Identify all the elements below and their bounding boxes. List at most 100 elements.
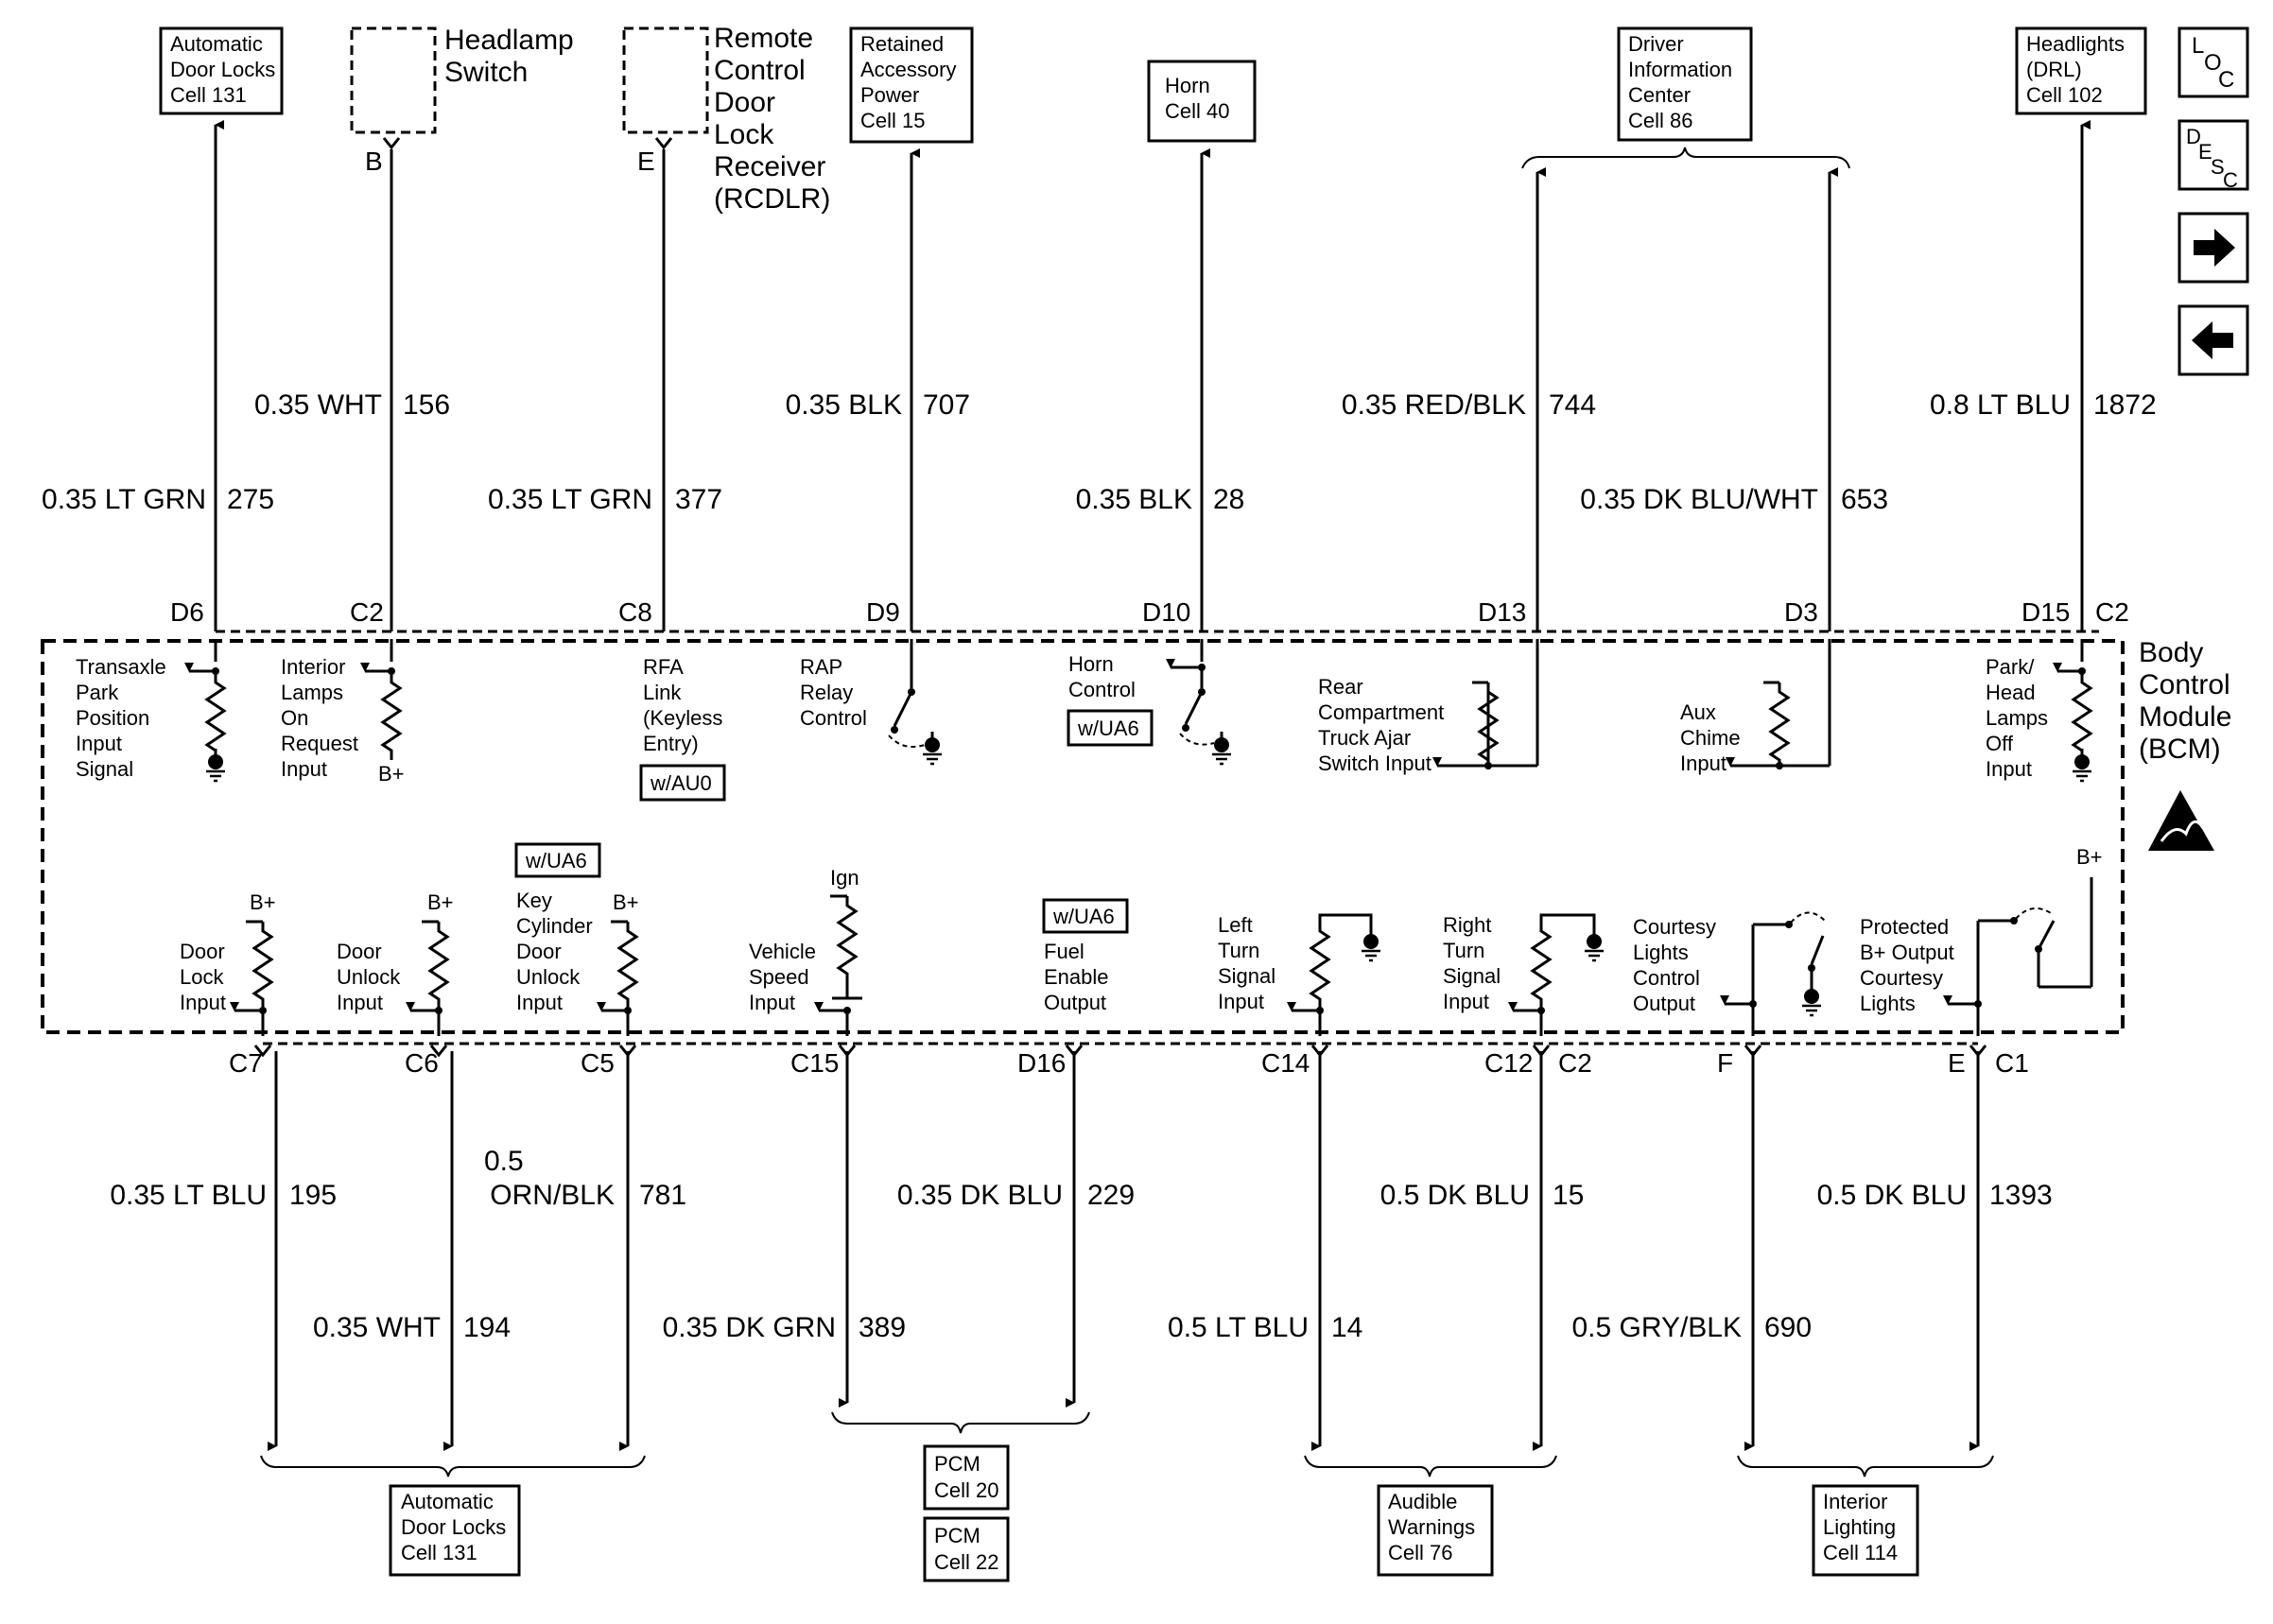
svg-text:Protected: Protected — [1860, 915, 1949, 939]
box-line: Cell 102 — [2026, 83, 2103, 107]
svg-text:0.5 DK BLU: 0.5 DK BLU — [1817, 1180, 1967, 1211]
bottom-box-pcm-cell-20: PCM Cell 20 — [923, 1444, 1010, 1511]
label-park-head: Park/ Head Lamps Off Input — [1986, 655, 2048, 781]
svg-text:Entry): Entry) — [643, 732, 699, 755]
svg-text:C: C — [2218, 67, 2234, 93]
svg-text:Control: Control — [800, 706, 867, 730]
svg-text:Lock: Lock — [180, 965, 224, 989]
svg-text:0.5 DK BLU: 0.5 DK BLU — [1380, 1180, 1530, 1211]
pin-d16: D16 — [1017, 1048, 1066, 1078]
box-line: Receiver — [714, 151, 825, 182]
box-line: Cell 131 — [170, 83, 247, 107]
wire-label-690: 0.5 GRY/BLK 690 — [1571, 1312, 1812, 1343]
svg-text:1872: 1872 — [2093, 389, 2157, 421]
right-turn-input-circuit — [1508, 913, 1605, 1036]
svg-text:Input: Input — [337, 991, 383, 1014]
box-line: Retained — [860, 32, 944, 56]
svg-text:Park/: Park/ — [1986, 655, 2035, 679]
label-interior-lamps: Interior Lamps On Request Input — [281, 655, 358, 781]
svg-text:Input: Input — [1218, 990, 1264, 1013]
label-rap-relay: RAP Relay Control — [800, 655, 867, 730]
key-cylinder-input-circuit — [597, 920, 638, 1036]
svg-text:0.8 LT BLU: 0.8 LT BLU — [1930, 389, 2071, 421]
next-arrow-icon[interactable] — [2178, 212, 2249, 284]
label-left-turn: Left Turn Signal Input — [1218, 913, 1275, 1013]
svg-text:Control: Control — [1633, 966, 1700, 990]
svg-text:0.5 LT BLU: 0.5 LT BLU — [1168, 1312, 1309, 1343]
wire-label-707: 0.35 BLK 707 — [786, 389, 971, 421]
top-box-horn: Horn Cell 40 — [1147, 60, 1257, 143]
svg-text:Cell 76: Cell 76 — [1388, 1541, 1452, 1564]
svg-text:Output: Output — [1633, 992, 1695, 1015]
svg-text:ORN/BLK: ORN/BLK — [490, 1180, 615, 1211]
box-line: Control — [714, 55, 806, 86]
box-line: Driver — [1628, 32, 1684, 56]
wire-label-156: 0.35 WHT 156 — [254, 389, 450, 421]
rap-relay-switch — [888, 639, 944, 766]
dic-bracket — [1521, 147, 1850, 169]
pin-d13: D13 — [1478, 597, 1526, 627]
svg-text:653: 653 — [1841, 484, 1888, 515]
wire-label-275: 0.35 LT GRN 275 — [42, 484, 274, 515]
bracket-auto-door-locks — [260, 1455, 646, 1477]
svg-text:690: 690 — [1764, 1312, 1812, 1343]
svg-text:0.35 LT GRN: 0.35 LT GRN — [42, 484, 206, 515]
wire-label-1393: 0.5 DK BLU 1393 — [1817, 1180, 2053, 1211]
svg-text:0.5: 0.5 — [484, 1146, 524, 1177]
box-line: Cell 15 — [860, 109, 925, 132]
svg-text:Signal: Signal — [1218, 964, 1275, 988]
connector-letter-e: E — [637, 147, 655, 176]
svg-text:(Keyless: (Keyless — [643, 706, 722, 730]
svg-text:Lights: Lights — [1860, 992, 1916, 1015]
svg-text:229: 229 — [1087, 1180, 1135, 1211]
door-lock-input-circuit — [230, 920, 273, 1036]
label-rfa-link: RFA Link (Keyless Entry) — [643, 655, 722, 755]
svg-text:L: L — [2192, 33, 2204, 59]
box-line: Power — [860, 83, 919, 107]
svg-text:0.35 WHT: 0.35 WHT — [254, 389, 382, 421]
label-fuel-enable: Fuel Enable Output — [1044, 940, 1109, 1014]
pin-d3: D3 — [1784, 597, 1818, 627]
svg-text:Module: Module — [2139, 701, 2231, 733]
transaxle-input-circuit — [184, 639, 227, 783]
svg-text:Warnings: Warnings — [1388, 1515, 1475, 1539]
supply-bplus: B+ — [613, 890, 639, 914]
previous-arrow-icon[interactable] — [2178, 304, 2249, 376]
svg-text:Input: Input — [749, 991, 795, 1014]
wire-label-389: 0.35 DK GRN 389 — [663, 1312, 906, 1343]
svg-text:Compartment: Compartment — [1318, 700, 1444, 724]
svg-text:Lamps: Lamps — [1986, 706, 2048, 730]
svg-text:Cell 131: Cell 131 — [401, 1541, 477, 1564]
svg-text:Control: Control — [1068, 678, 1136, 701]
svg-text:w/UA6: w/UA6 — [525, 849, 587, 872]
top-box-headlights: Headlights (DRL) Cell 102 — [2015, 26, 2147, 115]
pin-d10: D10 — [1142, 597, 1190, 627]
svg-text:Park: Park — [76, 681, 119, 704]
svg-text:Audible: Audible — [1388, 1490, 1457, 1513]
svg-text:C: C — [2223, 168, 2238, 192]
svg-text:Cell 114: Cell 114 — [1823, 1541, 1898, 1564]
label-aux-chime: Aux Chime Input — [1680, 700, 1741, 775]
box-line: Cell 86 — [1628, 109, 1692, 132]
option-tag-ua6-key: w/UA6 — [514, 842, 601, 878]
location-icon[interactable]: L O C — [2178, 26, 2249, 98]
box-line: Cell 40 — [1165, 99, 1229, 123]
svg-text:Turn: Turn — [1443, 939, 1484, 962]
svg-text:Key: Key — [516, 889, 552, 912]
svg-text:Horn: Horn — [1068, 652, 1114, 676]
svg-text:Interior: Interior — [281, 655, 345, 679]
description-icon[interactable]: D E S C — [2178, 119, 2249, 192]
bracket-pcm — [831, 1411, 1090, 1434]
svg-text:0.35 DK BLU: 0.35 DK BLU — [897, 1180, 1063, 1211]
protected-bplus-circuit — [1943, 877, 2093, 1036]
supply-bplus: B+ — [427, 890, 454, 914]
label-door-lock: Door Lock Input — [180, 940, 226, 1014]
vehicle-speed-input-circuit — [814, 894, 862, 1036]
horn-control-switch — [1166, 639, 1233, 766]
svg-text:1393: 1393 — [1989, 1180, 2053, 1211]
svg-text:PCM: PCM — [934, 1452, 980, 1476]
box-line: Headlamp — [444, 25, 574, 56]
box-line: (DRL) — [2026, 58, 2082, 81]
box-line: (RCDLR) — [714, 183, 830, 215]
